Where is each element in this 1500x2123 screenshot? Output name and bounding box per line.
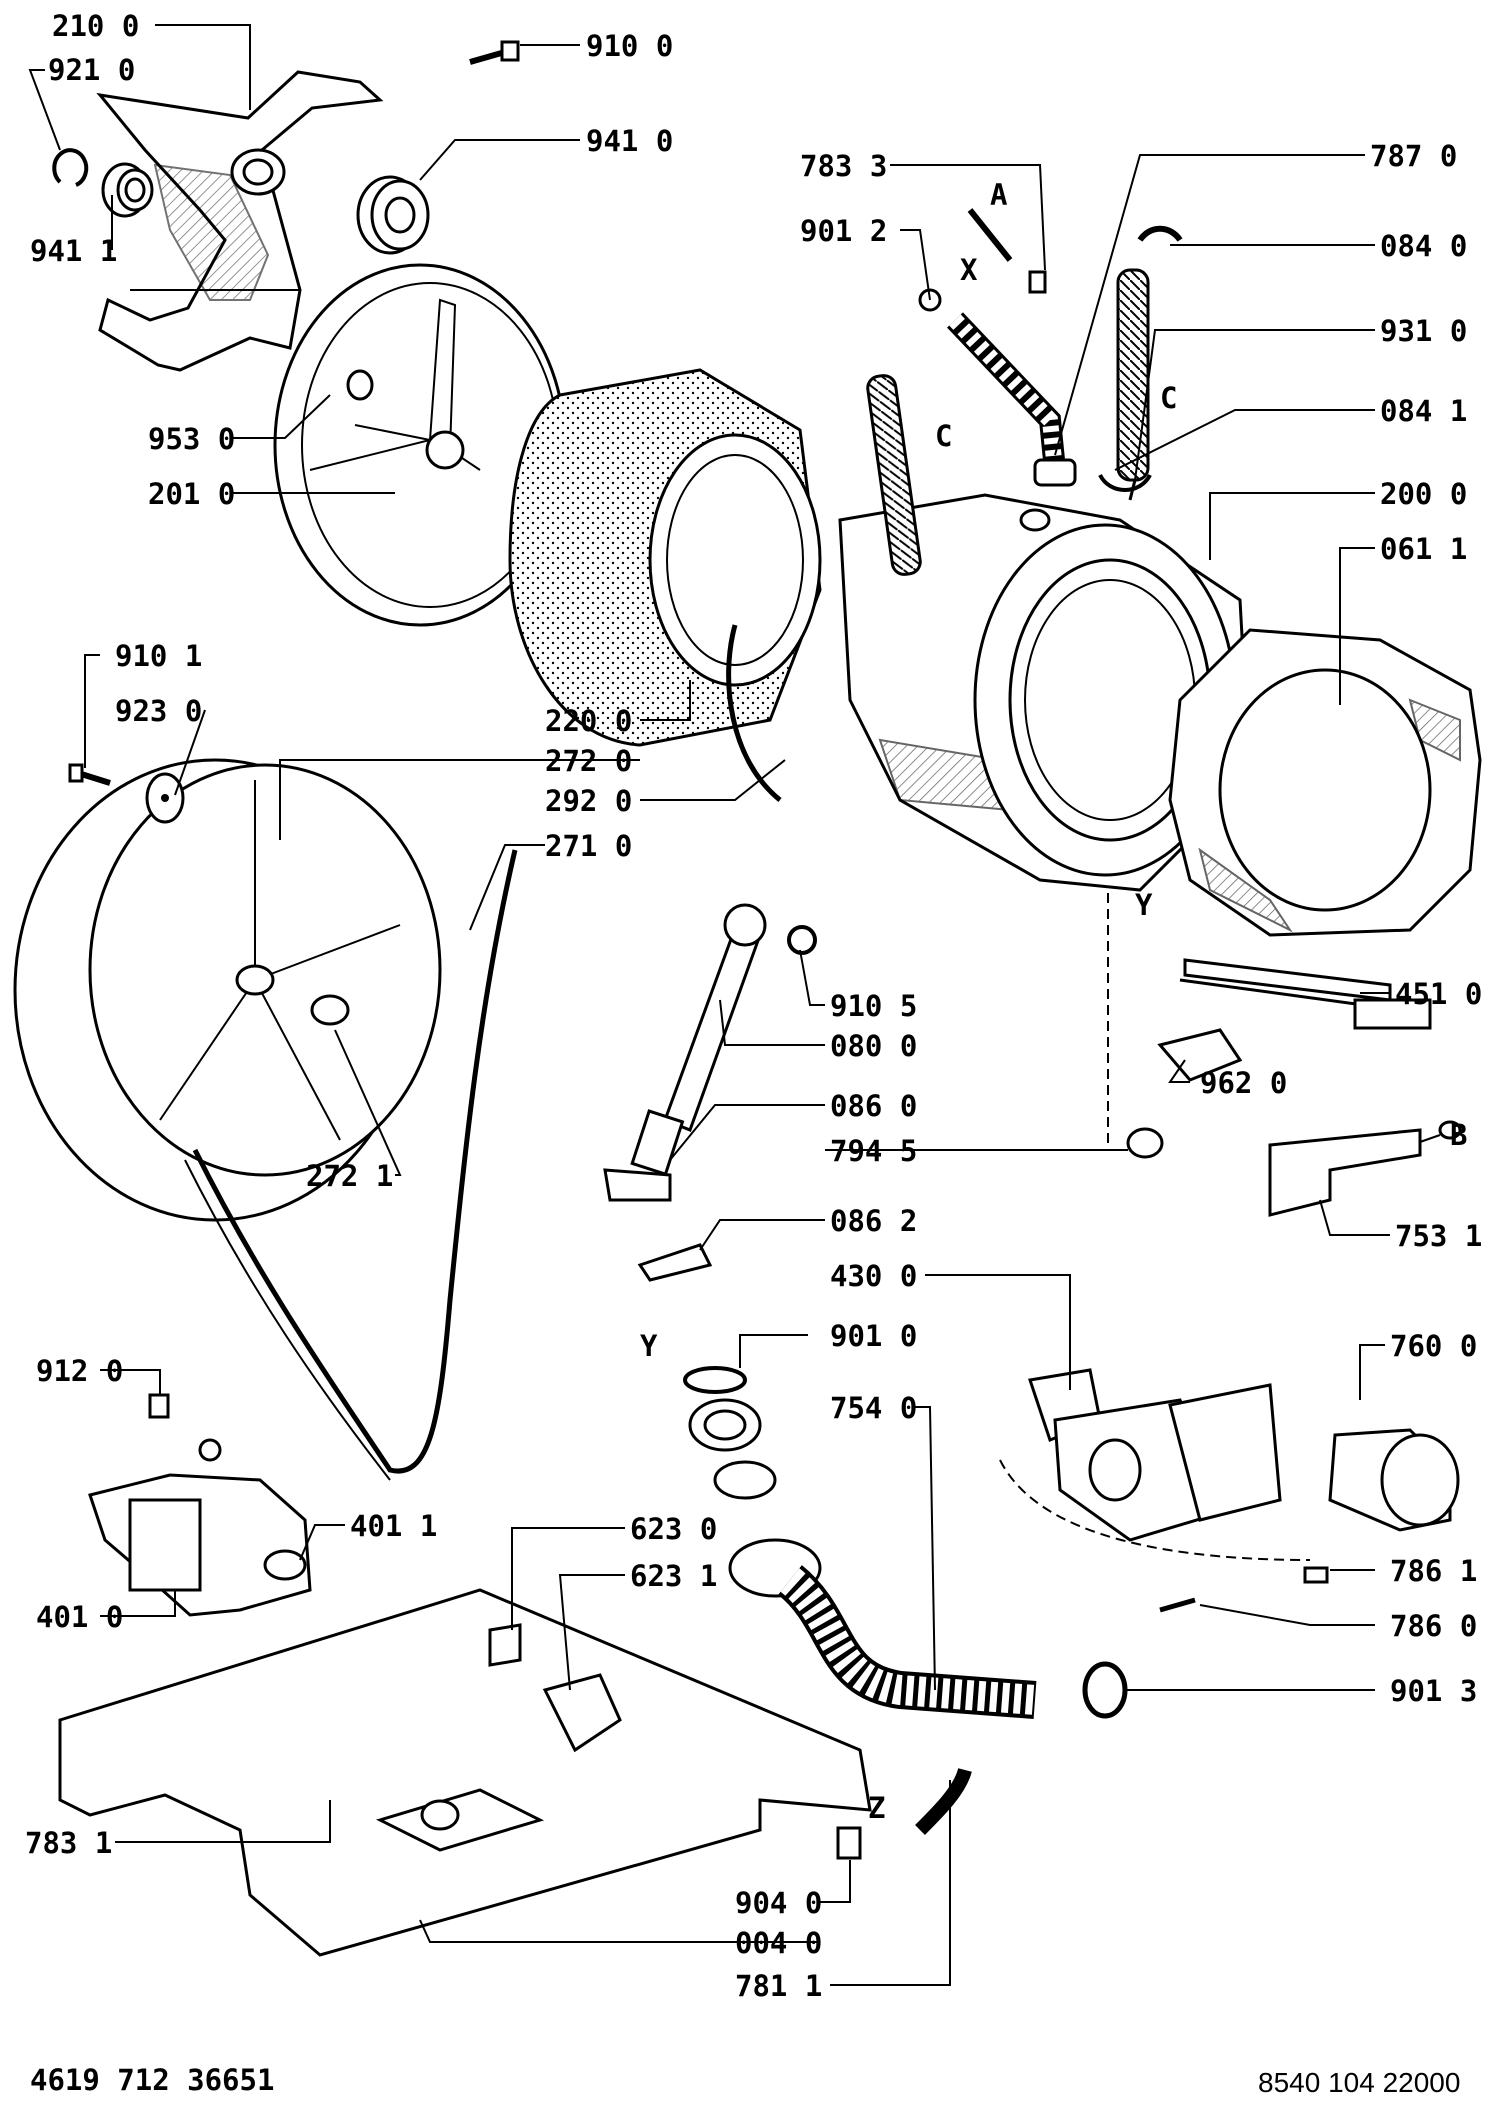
label-753-1: 753 1 (1395, 1219, 1482, 1253)
hose-clamp-ring-part (1082, 1661, 1128, 1719)
label-910-5: 910 5 (830, 989, 917, 1023)
label-084-1: 084 1 (1380, 394, 1467, 428)
label-931-0: 931 0 (1380, 314, 1467, 348)
o-ring-part (787, 925, 817, 955)
label-901-2: 901 2 (800, 214, 887, 248)
label-910-0: 910 0 (586, 29, 673, 63)
label-904-0: 904 0 (735, 1886, 822, 1920)
label-451-0: 451 0 (1395, 977, 1482, 1011)
suspension-spring-left-part (866, 374, 922, 576)
label-787-0: 787 0 (1370, 139, 1457, 173)
label-953-0: 953 0 (148, 422, 235, 456)
label-941-0: 941 0 (586, 124, 673, 158)
air-hose-part (918, 208, 1077, 487)
label-623-0: 623 0 (630, 1512, 717, 1546)
label-941-1: 941 1 (30, 234, 117, 268)
label-783-1: 783 1 (25, 1826, 112, 1860)
foot-part (836, 1826, 862, 1860)
pump-filter-part (1328, 1428, 1460, 1532)
label-962-0: 962 0 (1200, 1066, 1287, 1100)
label-210-0: 210 0 (52, 9, 139, 43)
pin-short-part (1303, 1566, 1329, 1584)
pulley-washer-part (145, 772, 185, 824)
callout-letter-z: Z (868, 1791, 885, 1825)
label-794-5: 794 5 (830, 1134, 917, 1168)
label-786-0: 786 0 (1390, 1609, 1477, 1643)
suspension-spring-right-part (1098, 225, 1183, 501)
footer-right-code: 8540 104 22000 (1258, 2067, 1460, 2098)
label-201-0: 201 0 (148, 477, 235, 511)
label-080-0: 080 0 (830, 1029, 917, 1063)
callout-letter-x: X (960, 253, 978, 287)
spider-cross-part (96, 70, 384, 372)
shock-absorber-part (603, 903, 767, 1202)
drain-pump-part (1028, 1368, 1282, 1542)
leader-lines (28, 24, 1390, 1986)
label-271-0: 271 0 (545, 829, 632, 863)
shock-clip-part (637, 1243, 713, 1282)
label-921-0: 921 0 (48, 53, 135, 87)
sump-clamp-part (683, 1366, 747, 1394)
label-200-0: 200 0 (1380, 477, 1467, 511)
callout-letter-b: B (1450, 1118, 1467, 1152)
label-623-1: 623 1 (630, 1559, 717, 1593)
part-number-labels: 210 0 921 0 910 0 941 0 941 1 783 3 787 … (25, 9, 1482, 2003)
callout-letters: A X C C Y B Y Z (640, 178, 1467, 1825)
pin-long-part (1159, 1597, 1196, 1613)
label-292-0: 292 0 (545, 784, 632, 818)
label-272-1: 272 1 (306, 1159, 393, 1193)
counterweight-ring-part (1168, 628, 1482, 937)
callout-letter-a: A (990, 178, 1007, 212)
label-910-1: 910 1 (115, 639, 202, 673)
sump-valve-part (713, 1460, 777, 1500)
small-hose-part (915, 1767, 972, 1835)
label-086-0: 086 0 (830, 1089, 917, 1123)
footer-left-code: 4619 712 36651 (30, 2063, 274, 2097)
screw-top-part (469, 40, 520, 65)
label-901-3: 901 3 (1390, 1674, 1477, 1708)
label-786-1: 786 1 (1390, 1554, 1477, 1588)
label-401-1: 401 1 (350, 1509, 437, 1543)
base-plate-part (58, 1588, 872, 1957)
label-760-0: 760 0 (1390, 1329, 1477, 1363)
sensor-bracket-part (1268, 1120, 1462, 1217)
inner-drum-part (508, 368, 822, 802)
front-tub-part (838, 493, 1252, 892)
bearing-large-part (356, 175, 430, 255)
drum-pulley-part (13, 758, 442, 1222)
label-272-0: 272 0 (545, 744, 632, 778)
label-086-2: 086 2 (830, 1204, 917, 1238)
label-901-0: 901 0 (830, 1319, 917, 1353)
drive-belt-part (184, 849, 518, 1481)
label-430-0: 430 0 (830, 1259, 917, 1293)
drain-hose-part (728, 1538, 1037, 1719)
heater-element-part (1179, 958, 1432, 1030)
cap-part (1126, 1127, 1164, 1159)
label-781-1: 781 1 (735, 1969, 822, 2003)
callout-letter-y-upper: Y (1135, 888, 1153, 922)
bearing-small-part (101, 162, 154, 218)
callout-letter-y-lower: Y (640, 1329, 658, 1363)
label-004-0: 004 0 (735, 1926, 822, 1960)
label-783-3: 783 3 (800, 149, 887, 183)
label-923-0: 923 0 (115, 694, 202, 728)
label-912-0: 912 0 (36, 1354, 123, 1388)
label-061-1: 061 1 (1380, 532, 1467, 566)
motor-bolt-part (148, 1393, 170, 1419)
rear-tub-part (273, 263, 567, 627)
sump-bellows-part (688, 1398, 762, 1452)
motor-part (88, 1438, 312, 1617)
pulley-screw-part (68, 763, 111, 786)
callout-letter-c-left: C (935, 419, 952, 453)
callout-letter-c-right: C (1160, 381, 1177, 415)
label-220-0: 220 0 (545, 704, 632, 738)
label-084-0: 084 0 (1380, 229, 1467, 263)
label-754-0: 754 0 (830, 1391, 917, 1425)
circlip-ring-part (52, 148, 89, 187)
label-401-0: 401 0 (36, 1600, 123, 1634)
